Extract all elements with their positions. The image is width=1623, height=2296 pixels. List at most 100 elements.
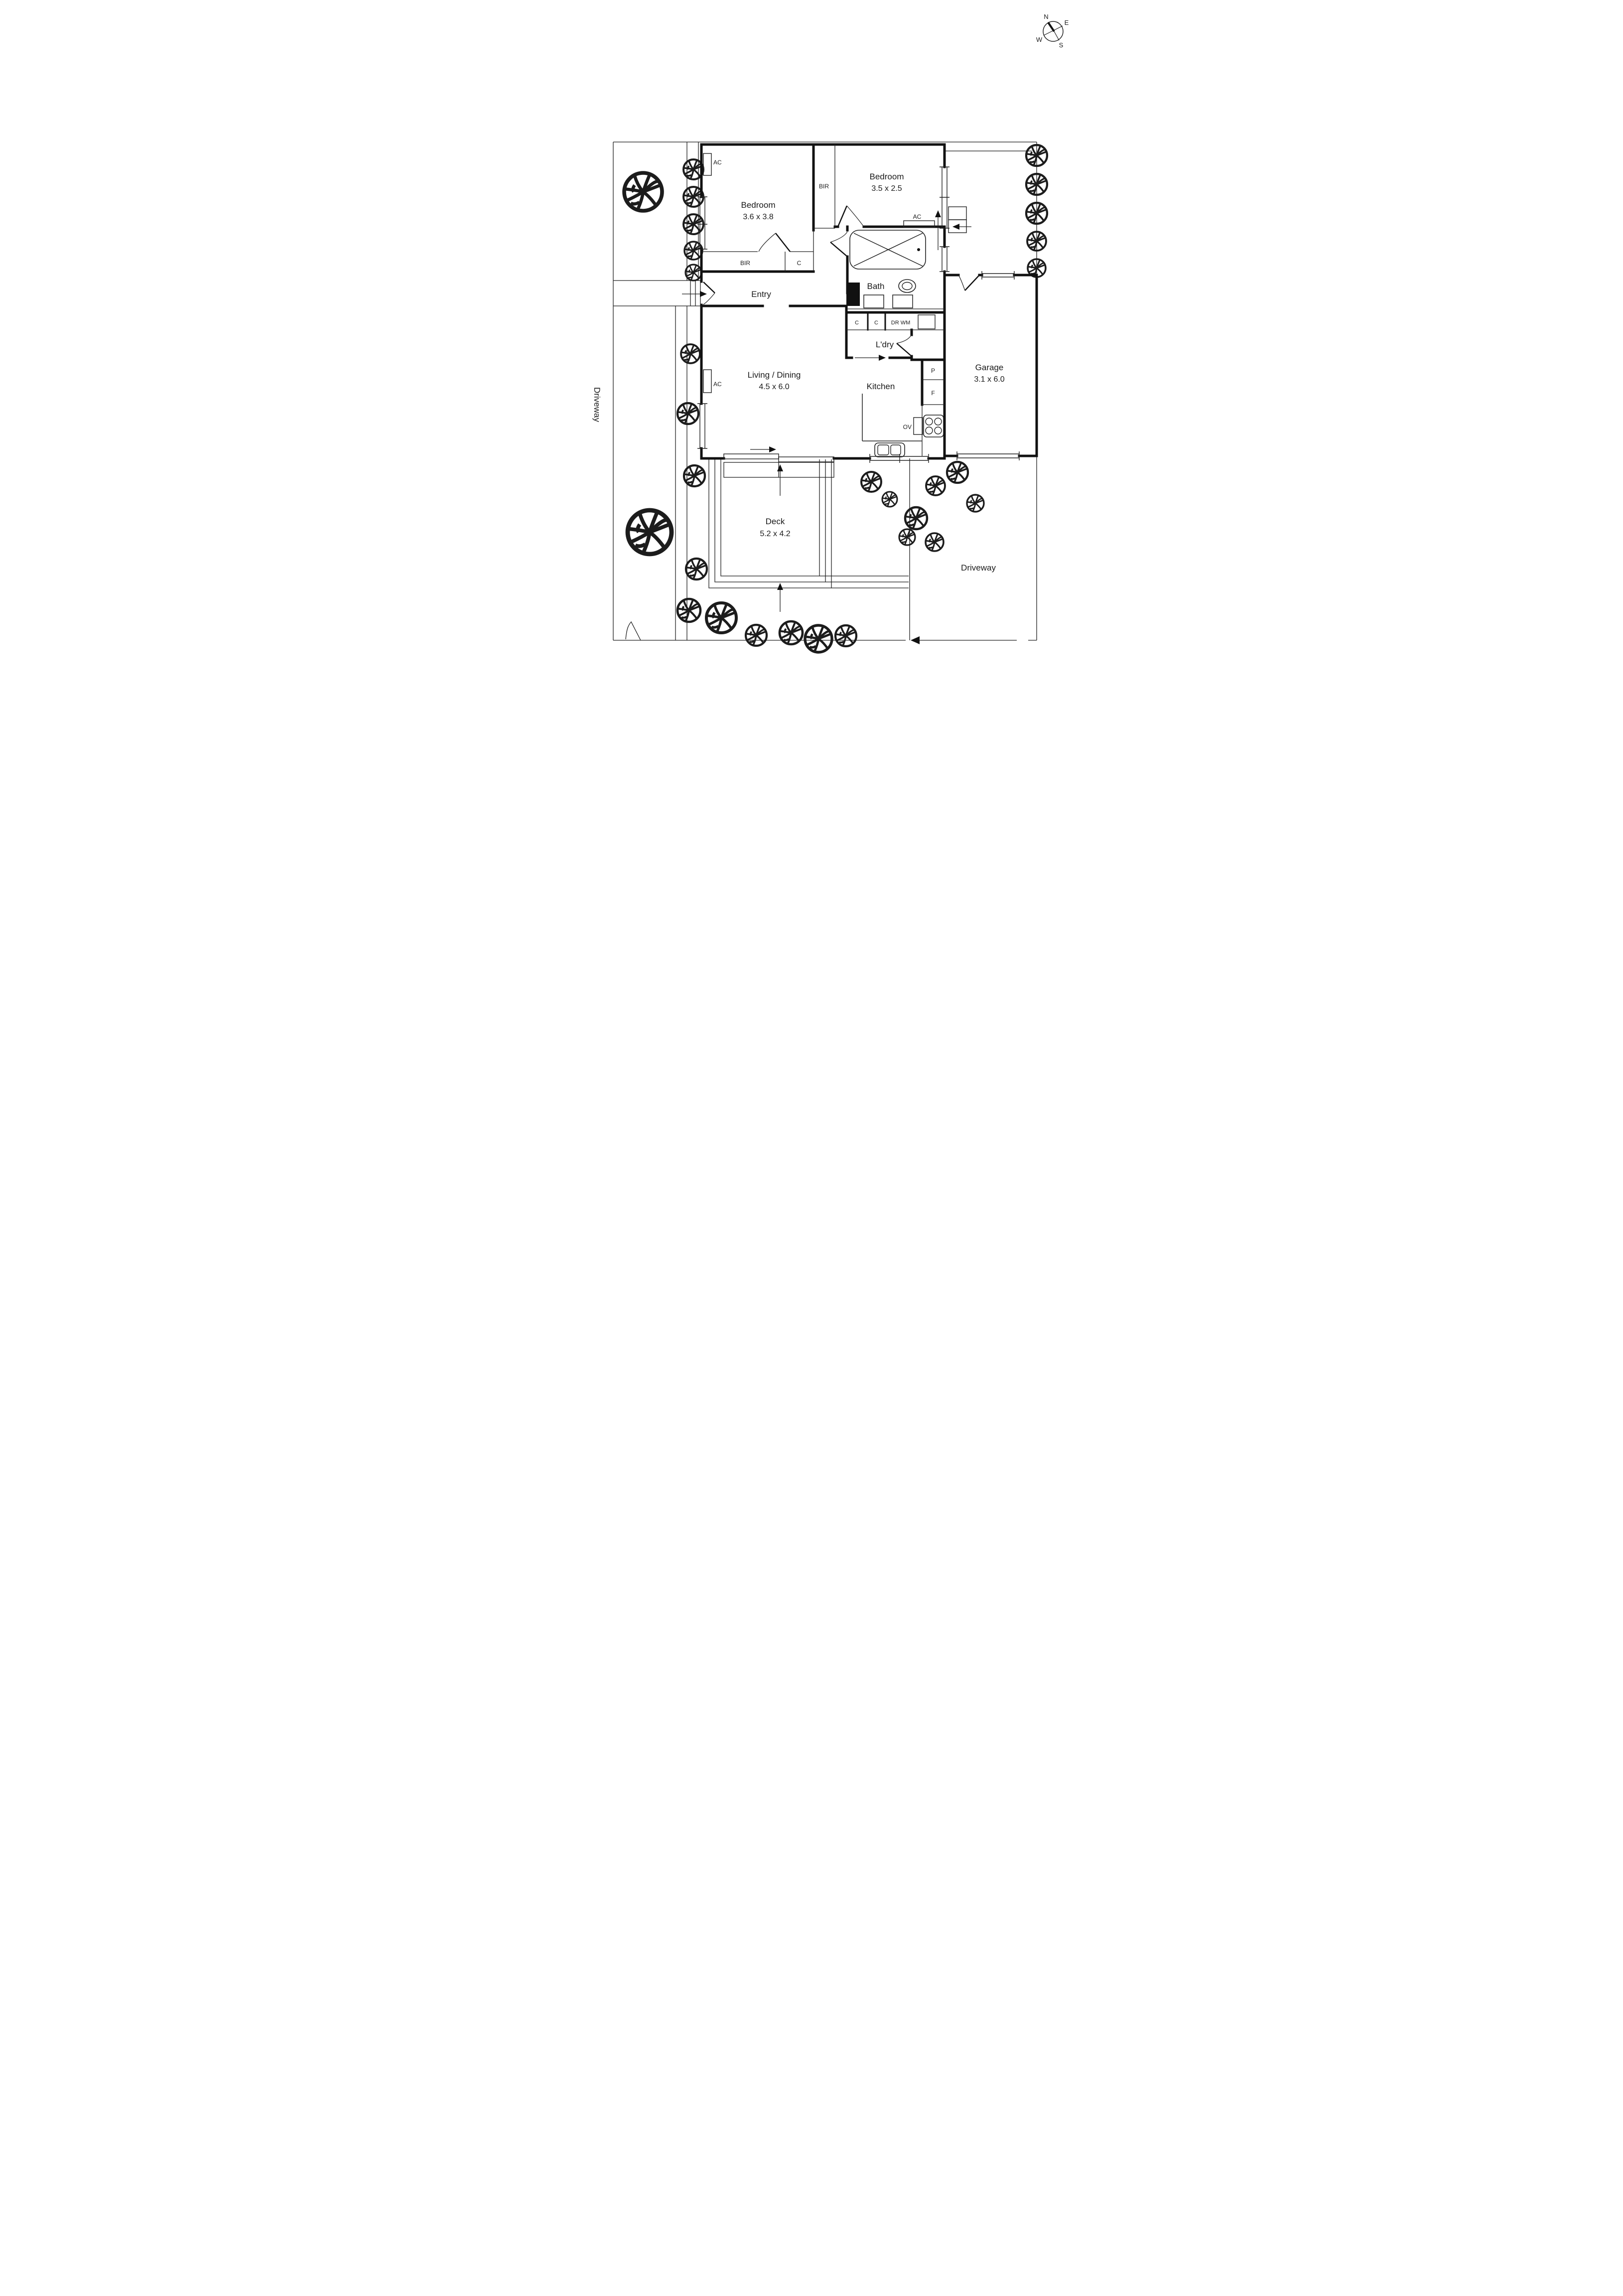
laundry-door-arc	[896, 334, 912, 344]
room-labels: Bedroom 3.6 x 3.8 Bedroom 3.5 x 2.5 Bath…	[592, 172, 1005, 573]
tree-icon	[746, 625, 767, 646]
deck-outline-outer	[708, 459, 832, 588]
deck-arrow-icon-2	[777, 583, 783, 590]
bedroom1-label: Bedroom	[741, 200, 776, 210]
wall-pantry	[910, 358, 946, 406]
bedroom2-arrow-icon-up	[935, 210, 941, 217]
ac-condenser-2	[948, 219, 967, 233]
cupboard-laundry2-label: C	[874, 320, 878, 326]
vanity-basin-2	[892, 294, 913, 308]
tree-icon	[780, 621, 803, 644]
compass-south-label: S	[1059, 41, 1064, 49]
tree-icon	[966, 494, 985, 513]
misc-arrows	[682, 210, 971, 361]
garage-label: Garage	[975, 363, 1004, 372]
window-garage-north	[981, 271, 1015, 280]
bath-label: Bath	[867, 282, 885, 291]
toilet	[898, 279, 916, 293]
bedroom1-door-arc	[758, 233, 776, 252]
entry-label: Entry	[751, 289, 771, 299]
cooktop-burner	[934, 427, 942, 434]
kitchen-bench	[862, 394, 922, 441]
tree-icon	[947, 462, 968, 483]
kitchen-counter-edge	[922, 404, 945, 456]
windows	[697, 166, 1015, 463]
oven-box	[913, 417, 923, 435]
compass: N E W S	[1036, 13, 1069, 49]
slider-panel-1	[723, 453, 779, 459]
laundry-label: L'dry	[876, 340, 894, 349]
deck-outline-mid	[714, 459, 826, 582]
tree-icon	[684, 264, 702, 282]
pantry-label: P	[931, 367, 935, 374]
entry-door-leaf	[703, 282, 715, 293]
fridge-label: F	[931, 390, 935, 397]
joinery	[703, 144, 967, 457]
house-walls	[700, 143, 946, 460]
floor-plan-page: N E W S Bedroom 3.6 x 3.8 Bedroom 3.5 x …	[541, 0, 1082, 765]
cooktop-burner	[934, 418, 942, 426]
bir-bedroom2-outline	[813, 144, 835, 229]
ac-bath-label: AC	[913, 213, 922, 220]
entry-door-arc	[703, 292, 715, 305]
cooktop-burner	[925, 418, 933, 426]
tree-icon	[680, 343, 701, 364]
bathtub	[849, 230, 926, 270]
compass-north-label: N	[1044, 13, 1048, 20]
driveway-east-label: Driveway	[961, 563, 996, 573]
deck-structure	[708, 446, 909, 612]
ac-unit-living	[703, 369, 712, 393]
deck-arrow-icon-1	[777, 464, 783, 471]
tree-icon	[925, 475, 946, 496]
bedroom2-label: Bedroom	[870, 172, 904, 181]
duct-block	[846, 283, 860, 306]
cupboard-hall-label: C	[797, 260, 802, 267]
toilet-bowl	[902, 282, 913, 290]
fixture-labels: AC AC AC BIR BIR C C C DR WM P F OV	[713, 159, 935, 430]
living-dims: 4.5 x 6.0	[759, 383, 789, 391]
window-bedroom2-east	[940, 166, 949, 229]
driveway-entry-arrow-icon	[911, 636, 920, 644]
deck-dims: 5.2 x 4.2	[760, 530, 790, 538]
ac-condenser-1	[948, 206, 967, 220]
sink-bowl-1	[877, 444, 889, 455]
garage-side-door-leaf	[964, 275, 980, 291]
tree-icon	[628, 510, 672, 554]
bedroom1-door-leaf	[775, 233, 791, 252]
cooktop-burner	[925, 427, 933, 434]
tree-icon	[905, 507, 927, 529]
compass-circle	[1043, 21, 1064, 42]
floor-plan-svg: N E W S Bedroom 3.6 x 3.8 Bedroom 3.5 x …	[592, 13, 1069, 765]
oven-label: OV	[903, 424, 912, 430]
tree-icon	[706, 603, 736, 633]
compass-west-label: W	[1036, 36, 1043, 43]
kitchen-label: Kitchen	[867, 382, 895, 391]
tree-icon	[677, 403, 698, 424]
bathtub-cross	[853, 233, 923, 267]
bir-bedroom1-label: BIR	[740, 260, 750, 267]
garage-door	[956, 451, 1020, 460]
washing-machine-box	[918, 314, 936, 329]
bedroom2-dims: 3.5 x 2.5	[871, 184, 902, 193]
bath-door-arc	[830, 231, 848, 243]
garage-dims: 3.1 x 6.0	[974, 375, 1004, 384]
window-kitchen-south	[869, 454, 929, 463]
dryer-washer-label: DR WM	[891, 320, 911, 326]
bir-bedroom1-outline	[703, 230, 814, 272]
tree-icon	[881, 491, 898, 508]
bedroom2-arrow-icon-left	[952, 224, 959, 230]
bedroom1-dims: 3.6 x 3.8	[743, 213, 773, 221]
bedroom2-door-arc	[846, 205, 864, 227]
ac-bedroom1-label: AC	[713, 159, 722, 166]
tree-icon	[624, 173, 662, 211]
ac-living-label: AC	[713, 381, 722, 388]
driveway-west-label: Driveway	[592, 387, 602, 422]
sink-bowl-2	[890, 444, 901, 455]
laundry-door-leaf	[896, 343, 912, 357]
vanity-basin-1	[863, 294, 884, 308]
laundry-arrow-icon	[879, 355, 886, 361]
tree-icon	[686, 559, 707, 579]
slider-arrow-icon	[769, 446, 776, 452]
tree-icon	[860, 471, 882, 493]
bath-tap-icon	[917, 248, 920, 251]
